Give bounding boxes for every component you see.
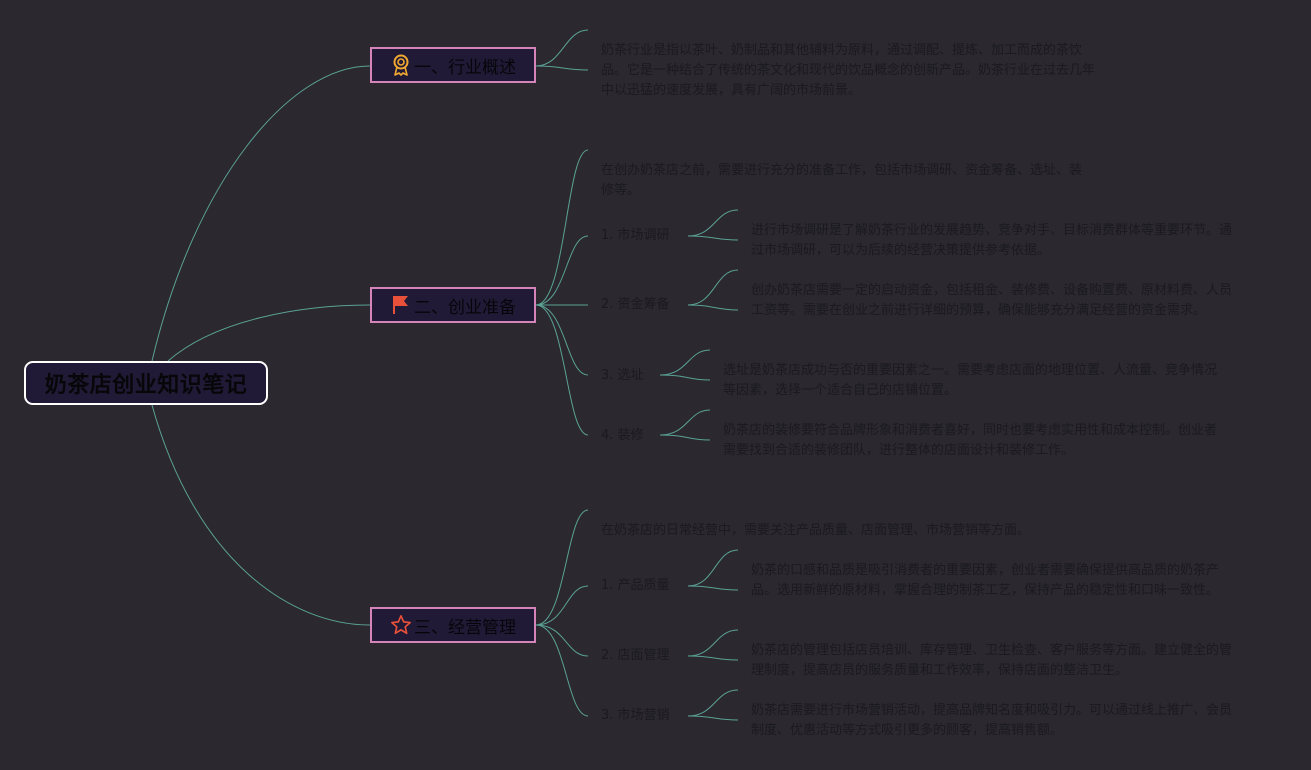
branch-node-preparation[interactable]: 二、创业准备 (370, 287, 536, 323)
branch-title: 二、创业准备 (414, 297, 516, 318)
connector-b3-c1-text-tail (687, 585, 739, 591)
connector-root-branch-3 (151, 404, 371, 626)
node-text-management-intro[interactable]: 在奶茶店的日常经营中，需要关注产品质量、店面管理、市场营销等方面。 (601, 523, 1031, 538)
connector-b3-c2-text (687, 629, 739, 657)
connector-b3-c3 (535, 624, 589, 717)
connector-b2-c4 (535, 304, 589, 436)
connector-root-branch-1 (151, 65, 371, 362)
connector-b3-c0 (535, 509, 589, 626)
connector-b2-c4-text (659, 409, 711, 436)
node-text-marketing[interactable]: 奶茶店需要进行市场营销活动，提高品牌知名度和吸引力。可以通过线上推广、会员制度、… (751, 703, 1233, 738)
branch-node-overview[interactable]: 一、行业概述 (370, 47, 536, 83)
connector-b2-c2-text-tail (687, 304, 739, 311)
connector-b2-c4-text-tail (659, 434, 711, 441)
connector-b3-c3-text-tail (687, 715, 739, 721)
node-text-market-research[interactable]: 进行市场调研是了解奶茶行业的发展趋势、竞争对手、目标消费群体等重要环节。通过市场… (751, 223, 1233, 258)
node-label-store-management[interactable]: 2. 店面管理 (601, 648, 670, 663)
node-text-preparation-intro[interactable]: 在创办奶茶店之前，需要进行充分的准备工作，包括市场调研、资金筹备、选址、装修等。 (601, 163, 1083, 198)
red-flag-icon (390, 294, 412, 316)
connector-b3-c1-text (687, 549, 739, 587)
connector-b3-c2-text-tail (687, 655, 739, 661)
connector-b2-c1-text (687, 209, 739, 237)
connector-b2-c3 (535, 304, 589, 376)
node-text-store-management[interactable]: 奶茶店的管理包括店员培训、库存管理、卫生检查、客户服务等方面。建立健全的管理制度… (751, 643, 1233, 678)
root-title: 奶茶店创业知识笔记 (44, 373, 248, 398)
node-label-marketing[interactable]: 3. 市场营销 (601, 708, 670, 723)
connector-b2-c3-text-tail (659, 374, 711, 381)
connector-b1-c0 (535, 29, 589, 67)
connector-b1-c0-tail (535, 65, 589, 71)
node-text-product-quality[interactable]: 奶茶的口感和品质是吸引消费者的重要因素，创业者需要确保提供高品质的奶茶产品。选用… (751, 563, 1220, 598)
connector-b2-c1-text-tail (687, 235, 739, 241)
award-medal-icon (390, 54, 412, 76)
branch-node-management[interactable]: 三、经营管理 (370, 607, 536, 643)
node-text-location[interactable]: 选址是奶茶店成功与否的重要因素之一。需要考虑店面的地理位置、人流量、竞争情况等因… (723, 363, 1218, 398)
node-text-funding[interactable]: 创办奶茶店需要一定的启动资金，包括租金、装修费、设备购置费、原材料费、人员工资等… (751, 283, 1233, 318)
connector-b2-c3-text (659, 349, 711, 376)
connector-b2-c1 (535, 235, 589, 306)
connector-root-branch-2 (167, 304, 371, 362)
branch-title: 三、经营管理 (414, 617, 516, 638)
node-label-product-quality[interactable]: 1. 产品质量 (601, 578, 670, 593)
node-label-location[interactable]: 3. 选址 (601, 368, 644, 383)
star-outline-icon (390, 614, 412, 636)
branch-title: 一、行业概述 (414, 57, 516, 78)
connector-b2-c2-text (687, 269, 739, 306)
connector-b3-c2 (535, 624, 589, 657)
connector-b3-c3-text (687, 689, 739, 717)
node-text-decoration[interactable]: 奶茶店的装修要符合品牌形象和消费者喜好，同时也要考虑实用性和成本控制。创业者需要… (723, 423, 1218, 458)
node-label-market-research[interactable]: 1. 市场调研 (601, 228, 670, 243)
root-node[interactable]: 奶茶店创业知识笔记 (24, 361, 268, 405)
connector-b2-c0 (535, 149, 589, 306)
connector-b3-c1 (535, 585, 589, 626)
node-text-overview[interactable]: 奶茶行业是指以茶叶、奶制品和其他辅料为原料，通过调配、提炼、加工而成的茶饮品。它… (601, 43, 1096, 98)
node-label-funding[interactable]: 2. 资金筹备 (601, 297, 670, 312)
node-label-decoration[interactable]: 4. 装修 (601, 428, 644, 443)
